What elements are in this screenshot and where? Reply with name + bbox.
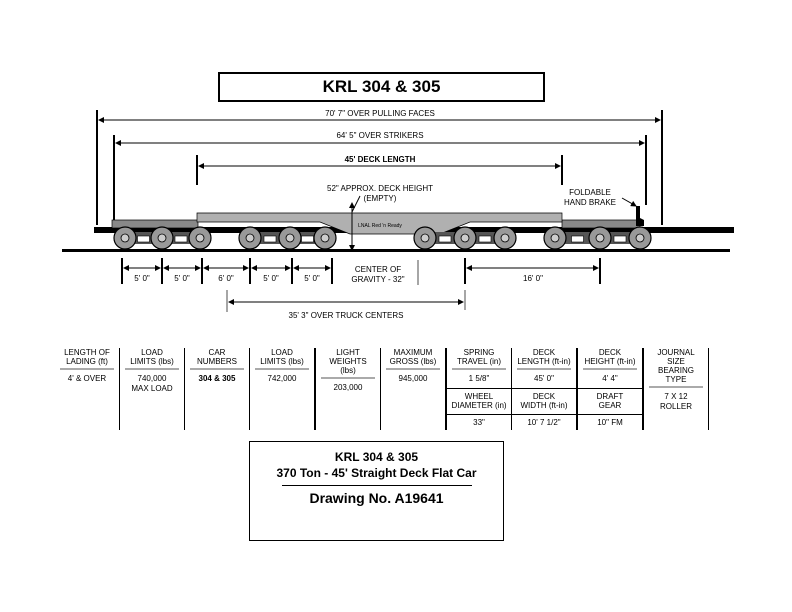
table-cell: 945,000 bbox=[398, 374, 428, 383]
deck-height-note: (EMPTY) bbox=[364, 194, 397, 203]
cog-label-2: GRAVITY - 32" bbox=[351, 275, 404, 284]
axle-spacing-dims: 5' 0" 5' 0" 6' 0" 5' 0" 5' 0" bbox=[121, 258, 333, 284]
hand-brake-icon bbox=[636, 206, 644, 226]
truck bbox=[238, 226, 337, 250]
drawing-number: Drawing No. A19641 bbox=[309, 490, 444, 506]
drawing-title: KRL 304 & 305 bbox=[218, 72, 545, 102]
axle-spacing-label: 5' 0" bbox=[134, 274, 150, 283]
table-cell: 45' 0" bbox=[534, 374, 554, 383]
hand-brake-label-2: HAND BRAKE bbox=[564, 198, 616, 207]
dim-pulling-faces: 70' 7" OVER PULLING FACES bbox=[96, 109, 663, 225]
title-block-line1: KRL 304 & 305 bbox=[334, 450, 419, 464]
table-cell: 742,000 bbox=[267, 374, 297, 383]
svg-text:70' 7" OVER PULLING FACES: 70' 7" OVER PULLING FACES bbox=[325, 109, 435, 118]
table-cell: 4' 4" bbox=[602, 374, 618, 383]
hand-brake-label-1: FOLDABLE bbox=[569, 188, 611, 197]
axle-spacing-label: 6' 0" bbox=[218, 274, 234, 283]
table-cell: 1 5/8" bbox=[468, 374, 490, 383]
table-cell: 203,000 bbox=[333, 383, 363, 392]
svg-text:35' 3" OVER TRUCK CENTERS: 35' 3" OVER TRUCK CENTERS bbox=[289, 311, 404, 320]
truck bbox=[113, 226, 212, 250]
title-block: KRL 304 & 305 370 Ton - 45' Straight Dec… bbox=[249, 441, 504, 541]
dim-deck-length: 45' DECK LENGTH bbox=[196, 155, 563, 185]
cog-label-1: CENTER OF bbox=[355, 265, 401, 274]
truck bbox=[413, 226, 517, 250]
axle-spacing-label: 5' 0" bbox=[174, 274, 190, 283]
dim-truck-centers: 35' 3" OVER TRUCK CENTERS bbox=[226, 290, 466, 320]
table-cell: 10" FM bbox=[576, 414, 643, 430]
divider bbox=[281, 485, 472, 486]
table-cell: 33" bbox=[445, 414, 512, 430]
trucks bbox=[113, 226, 652, 250]
car-body: LNAL Red 'n Ready bbox=[94, 202, 734, 251]
title-block-line2: 370 Ton - 45' Straight Deck Flat Car bbox=[276, 466, 477, 480]
truck bbox=[543, 226, 652, 250]
svg-text:16' 0": 16' 0" bbox=[523, 274, 543, 283]
dim-strikers: 64' 5" OVER STRIKERS bbox=[113, 131, 647, 222]
car-label: LNAL Red 'n Ready bbox=[358, 223, 402, 229]
flat-car-elevation: 70' 7" OVER PULLING FACES 64' 5" OVER ST… bbox=[62, 109, 734, 320]
axle-spacing-label: 5' 0" bbox=[304, 274, 320, 283]
table-cell: 10' 7 1/2" bbox=[511, 414, 577, 430]
svg-text:64' 5" OVER STRIKERS: 64' 5" OVER STRIKERS bbox=[336, 131, 423, 140]
dim-16ft: 16' 0" bbox=[464, 258, 601, 284]
table-cell: 4' & OVER bbox=[67, 374, 107, 383]
table-cell: 304 & 305 bbox=[198, 374, 236, 383]
rail-line bbox=[62, 249, 730, 252]
axle-spacing-label: 5' 0" bbox=[263, 274, 279, 283]
deck-height-label: 52" APPROX. DECK HEIGHT bbox=[327, 184, 433, 193]
svg-text:45' DECK LENGTH: 45' DECK LENGTH bbox=[345, 155, 416, 164]
